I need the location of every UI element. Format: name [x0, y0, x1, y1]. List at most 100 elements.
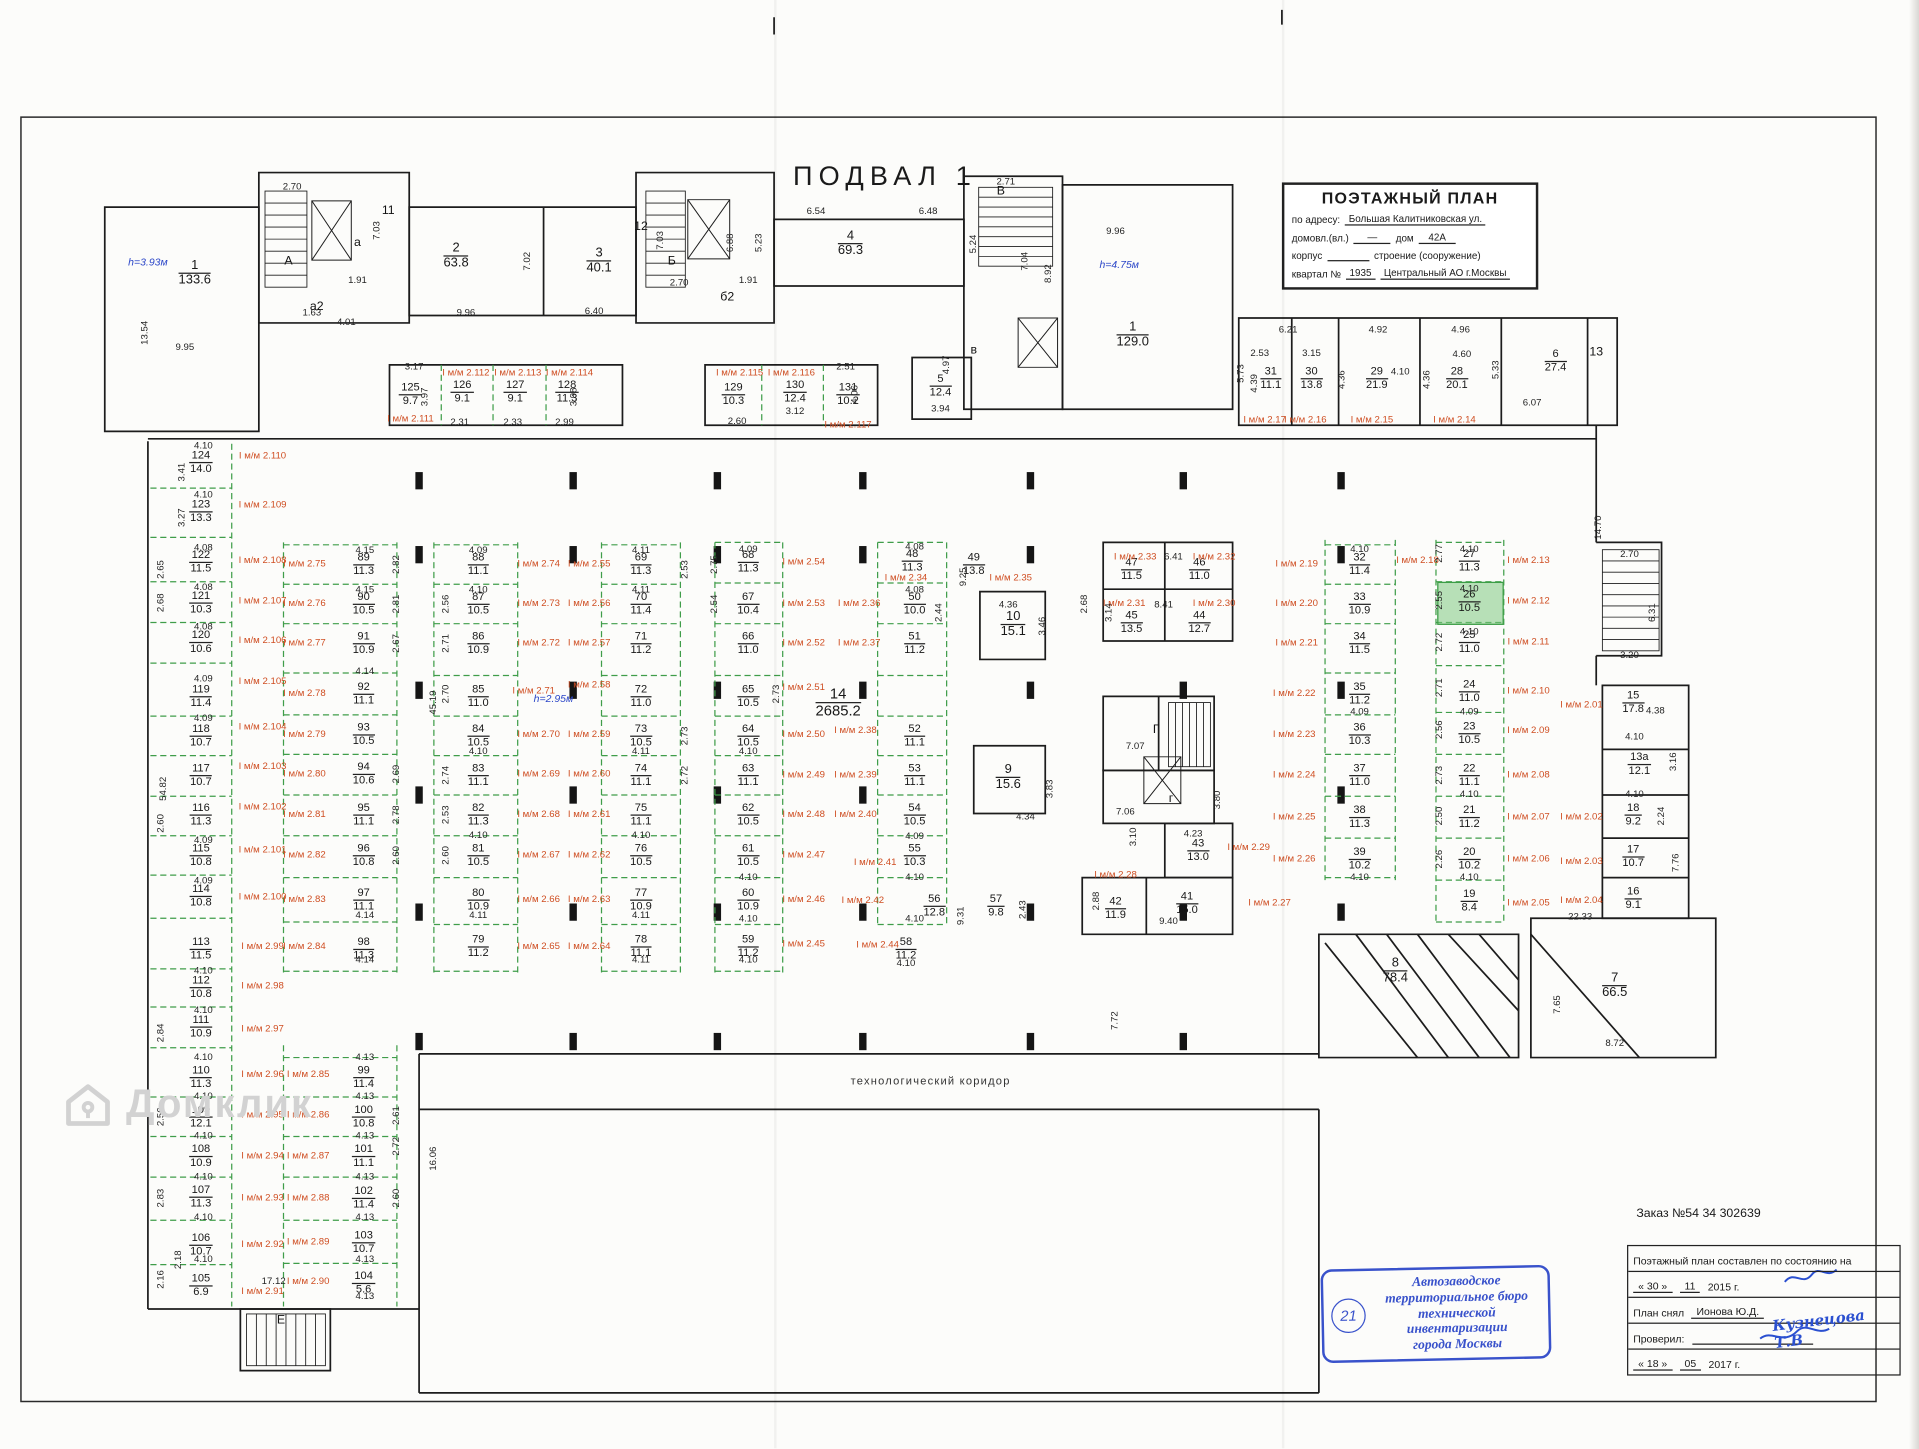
parking-place-label: I м/м 2.100	[238, 890, 287, 903]
parking-place-label: I м/м 2.74	[517, 558, 560, 570]
parking-place-label: I м/м 2.85	[286, 1068, 330, 1080]
paper-fold-line	[1281, 0, 1285, 1449]
stair-letter-label: 13	[1589, 345, 1604, 360]
parking-place-label: I м/м 2.20	[1275, 597, 1318, 609]
dimension-label: 2.71	[439, 634, 451, 653]
dimension-label: 2.70	[282, 180, 302, 193]
parking-place-label: I м/м 2.05	[1507, 897, 1550, 909]
dimension-label: 9.31	[955, 906, 967, 926]
parking-place-label: I м/м 2.87	[286, 1149, 330, 1161]
dimension-label: 5.73	[1234, 364, 1246, 383]
dom-value: 42А	[1418, 232, 1456, 245]
dimension-label: 2.55	[1433, 590, 1445, 610]
parking-place-label: I м/м 2.66	[517, 893, 560, 905]
dimension-label: 2.53	[678, 560, 691, 579]
dimension-label: 4.01	[337, 316, 356, 328]
dimension-label: 8.72	[1605, 1037, 1625, 1049]
dimension-label: 3.20	[1620, 649, 1639, 661]
parking-place-label: I м/м 2.42	[841, 894, 885, 906]
dimension-label: 4.10	[194, 1170, 213, 1182]
parking-place-label: I м/м 2.31	[1102, 597, 1146, 609]
parking-place-label: I м/м 2.53	[782, 597, 825, 609]
dimension-label: 2.83	[155, 1188, 167, 1208]
dimension-label: 4.23	[1183, 828, 1203, 840]
dimension-label: 4.08	[905, 540, 924, 552]
dimension-label: 4.08	[194, 581, 213, 593]
dimension-label: 8.92	[1042, 264, 1054, 283]
dimension-label: 2.70	[1620, 548, 1639, 560]
dimension-label: 13.54	[139, 320, 151, 345]
dimension-label: 4.08	[905, 584, 924, 596]
korpus-value	[1327, 260, 1370, 262]
parking-place-label: I м/м 2.24	[1272, 768, 1316, 780]
dimension-label: 6.21	[1278, 323, 1298, 336]
dimension-label: 2.60	[727, 415, 747, 427]
parking-place-label: I м/м 2.48	[782, 808, 825, 820]
dimension-label: 2.81	[390, 594, 402, 614]
dimension-label: 2.78	[390, 805, 402, 825]
parking-place-label: I м/м 2.01	[1560, 698, 1603, 710]
parking-place-label: I м/м 2.02	[1560, 810, 1603, 822]
parking-place-label: I м/м 2.91	[241, 1285, 284, 1297]
address-label: по адресу:	[1291, 214, 1341, 226]
parking-place-label: I м/м 2.04	[1560, 894, 1603, 906]
dimension-label: 4.09	[1459, 706, 1479, 718]
dimension-label: 4.13	[355, 1253, 375, 1265]
parking-place-label: I м/м 2.73	[517, 597, 560, 609]
survey-year-2: 2017 г.	[1708, 1358, 1741, 1371]
corridor-label: технологический коридор	[850, 1074, 1011, 1088]
dimension-label: 7.04	[1019, 251, 1031, 271]
dimension-label: 1.63	[302, 306, 322, 318]
dimension-label: 4.10	[905, 913, 924, 925]
dimension-label: 2.71	[1433, 678, 1445, 698]
dimension-label: 4.10	[1390, 365, 1410, 377]
parking-place-label: I м/м 2.80	[283, 767, 326, 779]
dimension-label: 2.18	[172, 1250, 184, 1270]
dimension-label: 2.74	[439, 765, 451, 785]
parking-place-label: I м/м 2.61	[567, 808, 611, 820]
parking-place-label: I м/м 2.21	[1275, 637, 1318, 649]
paper-fold-line	[774, 0, 777, 1449]
dimension-label: 3.27	[176, 508, 188, 528]
dimension-label: 4.10	[1459, 543, 1479, 555]
stair-letter-label: а	[354, 236, 361, 250]
dimension-label: 9.96	[1106, 225, 1125, 237]
parking-place-label: I м/м 2.65	[517, 940, 560, 952]
parking-place-label: I м/м 2.115	[715, 367, 764, 379]
dimension-label: 4.14	[355, 953, 375, 965]
parking-place-label: I м/м 2.38	[834, 724, 877, 736]
dimension-label: 4.36	[1420, 370, 1433, 390]
dimension-label: 4.10	[468, 829, 488, 841]
dimension-label: 3.14	[1102, 603, 1115, 622]
dimension-label: 4.15	[355, 544, 375, 556]
dimension-label: 6.48	[918, 205, 938, 217]
dimension-label: 7.76	[1669, 853, 1682, 873]
parking-place-label: I м/м 2.70	[517, 728, 560, 740]
dimension-label: 4.36	[998, 598, 1018, 610]
dimension-label: 4.10	[194, 1211, 213, 1223]
